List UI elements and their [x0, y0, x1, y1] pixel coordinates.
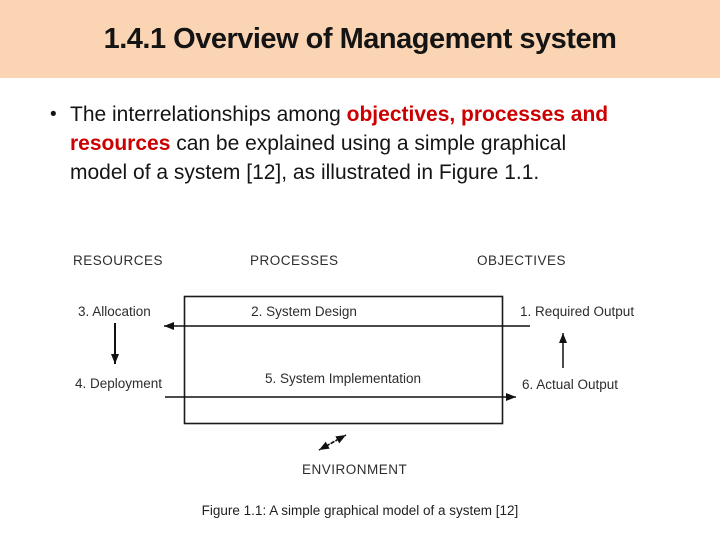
node-system-design: 2. System Design — [251, 304, 357, 319]
bullet-line-2-emphasis: resources — [70, 132, 171, 155]
node-actual-output: 6. Actual Output — [522, 377, 619, 392]
slide-title: 1.4.1 Overview of Management system — [103, 22, 617, 55]
bullet-text: The interrelationships among objectives,… — [70, 100, 608, 187]
column-header-processes: PROCESSES — [250, 253, 339, 268]
bullet-paragraph: • The interrelationships among objective… — [50, 100, 716, 187]
node-deployment: 4. Deployment — [75, 376, 163, 391]
bullet-line-1-normal: The interrelationships among — [70, 103, 347, 126]
bullet-line: resources can be explained using a simpl… — [70, 129, 608, 158]
column-header-resources: RESOURCES — [73, 253, 164, 268]
bullet-line-2-normal: can be explained using a simple graphica… — [170, 132, 567, 155]
node-required-output: 1. Required Output — [520, 304, 635, 319]
figure-caption: Figure 1.1: A simple graphical model of … — [201, 503, 519, 518]
node-allocation: 3. Allocation — [78, 304, 151, 319]
bullet-line: model of a system [12], as illustrated i… — [70, 158, 608, 187]
column-header-objectives: OBJECTIVES — [477, 253, 567, 268]
bullet-line-1-emphasis: objectives, processes and — [346, 103, 609, 126]
environment-exchange-arrow — [318, 435, 345, 451]
node-system-implementation: 5. System Implementation — [264, 371, 422, 386]
node-environment: ENVIRONMENT — [302, 462, 408, 477]
slide-title-band: 1.4.1 Overview of Management system — [0, 0, 720, 78]
system-boundary-box — [183, 295, 504, 425]
bullet-line: The interrelationships among objectives,… — [70, 100, 608, 129]
bullet-line-3-normal: model of a system [12], as illustrated i… — [70, 161, 540, 184]
bullet-icon: • — [50, 104, 57, 125]
